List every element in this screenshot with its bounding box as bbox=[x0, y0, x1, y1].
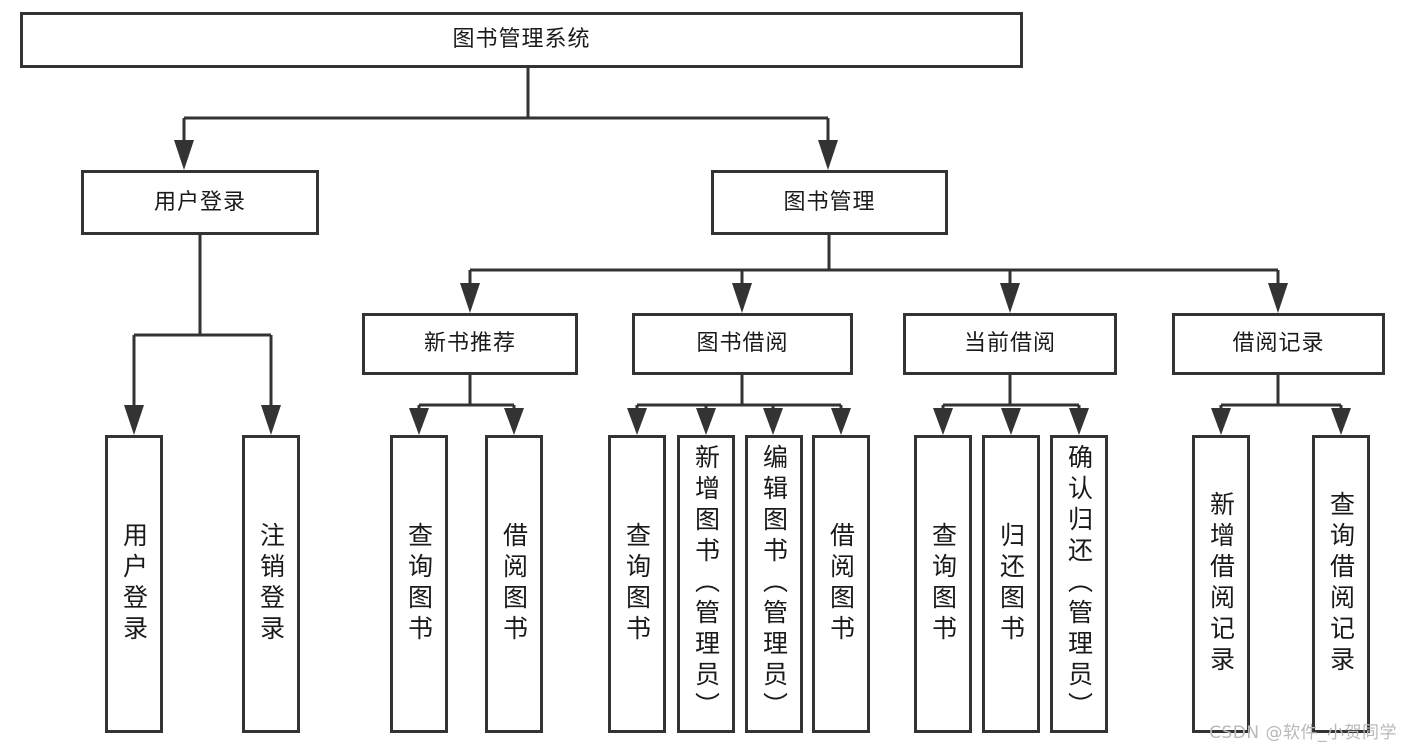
arrow-leaf-newbook-0 bbox=[409, 408, 429, 435]
leaf-book-borrow-2-label: 编辑图书（管理员） bbox=[759, 444, 789, 723]
arrow-leaf-newbook-1 bbox=[504, 408, 524, 435]
arrow-leaf-user-login-1 bbox=[261, 405, 281, 435]
arrow-to-borrow-record bbox=[1268, 283, 1288, 313]
leaf-current-borrow-0-label: 查询图书 bbox=[928, 522, 958, 646]
arrow-leaf-bookborrow-1 bbox=[696, 408, 716, 435]
leaf-book-borrow-1[interactable]: 新增图书（管理员） bbox=[677, 435, 735, 733]
leaf-current-borrow-0[interactable]: 查询图书 bbox=[914, 435, 972, 733]
leaf-borrow-record-0[interactable]: 新增借阅记录 bbox=[1192, 435, 1250, 733]
leaf-borrow-record-1[interactable]: 查询借阅记录 bbox=[1312, 435, 1370, 733]
arrow-leaf-currentborrow-2 bbox=[1069, 408, 1089, 435]
arrow-leaf-bookborrow-2 bbox=[763, 408, 783, 435]
leaf-book-borrow-3[interactable]: 借阅图书 bbox=[812, 435, 870, 733]
node-book-borrow[interactable]: 图书借阅 bbox=[632, 313, 853, 375]
leaf-book-borrow-0-label: 查询图书 bbox=[622, 522, 652, 646]
leaf-user-login-1[interactable]: 注销登录 bbox=[242, 435, 300, 733]
node-user-login[interactable]: 用户登录 bbox=[81, 170, 319, 235]
node-current-borrow-label: 当前借阅 bbox=[963, 331, 1056, 357]
leaf-book-borrow-2[interactable]: 编辑图书（管理员） bbox=[745, 435, 803, 733]
node-root[interactable]: 图书管理系统 bbox=[20, 12, 1023, 68]
leaf-user-login-0[interactable]: 用户登录 bbox=[105, 435, 163, 733]
leaf-current-borrow-2[interactable]: 确认归还（管理员） bbox=[1050, 435, 1108, 733]
leaf-new-book-recommend-0[interactable]: 查询图书 bbox=[390, 435, 448, 733]
leaf-book-borrow-0[interactable]: 查询图书 bbox=[608, 435, 666, 733]
node-book-borrow-label: 图书借阅 bbox=[696, 331, 789, 357]
node-new-book-recommend-label: 新书推荐 bbox=[423, 331, 516, 357]
arrow-to-new-book bbox=[460, 283, 480, 313]
node-root-label: 图书管理系统 bbox=[452, 27, 591, 53]
node-book-management-label: 图书管理 bbox=[783, 189, 876, 215]
arrow-leaf-currentborrow-1 bbox=[1001, 408, 1021, 435]
arrow-to-book-borrow bbox=[732, 283, 752, 313]
arrow-to-user-login bbox=[174, 140, 194, 170]
arrow-leaf-bookborrow-0 bbox=[627, 408, 647, 435]
leaf-new-book-recommend-1[interactable]: 借阅图书 bbox=[485, 435, 543, 733]
node-current-borrow[interactable]: 当前借阅 bbox=[903, 313, 1117, 375]
node-new-book-recommend[interactable]: 新书推荐 bbox=[362, 313, 578, 375]
leaf-borrow-record-1-label: 查询借阅记录 bbox=[1326, 491, 1356, 677]
node-borrow-record-label: 借阅记录 bbox=[1232, 331, 1325, 357]
node-book-management[interactable]: 图书管理 bbox=[711, 170, 948, 235]
arrow-leaf-borrowrecord-1 bbox=[1331, 408, 1351, 435]
leaf-current-borrow-2-label: 确认归还（管理员） bbox=[1064, 444, 1094, 723]
arrow-to-book-mgmt bbox=[818, 140, 838, 170]
leaf-current-borrow-1[interactable]: 归还图书 bbox=[982, 435, 1040, 733]
leaf-user-login-1-label: 注销登录 bbox=[256, 522, 286, 646]
leaf-book-borrow-1-label: 新增图书（管理员） bbox=[691, 444, 721, 723]
leaf-user-login-0-label: 用户登录 bbox=[119, 522, 149, 646]
arrow-leaf-user-login-0 bbox=[124, 405, 144, 435]
arrow-leaf-currentborrow-0 bbox=[933, 408, 953, 435]
leaf-current-borrow-1-label: 归还图书 bbox=[996, 522, 1026, 646]
leaf-new-book-recommend-1-label: 借阅图书 bbox=[499, 522, 529, 646]
node-borrow-record[interactable]: 借阅记录 bbox=[1172, 313, 1385, 375]
node-user-login-label: 用户登录 bbox=[153, 189, 246, 215]
arrow-leaf-bookborrow-3 bbox=[831, 408, 851, 435]
arrow-leaf-borrowrecord-0 bbox=[1211, 408, 1231, 435]
arrow-to-current-borrow bbox=[1000, 283, 1020, 313]
leaf-new-book-recommend-0-label: 查询图书 bbox=[404, 522, 434, 646]
leaf-book-borrow-3-label: 借阅图书 bbox=[826, 522, 856, 646]
leaf-borrow-record-0-label: 新增借阅记录 bbox=[1206, 491, 1236, 677]
